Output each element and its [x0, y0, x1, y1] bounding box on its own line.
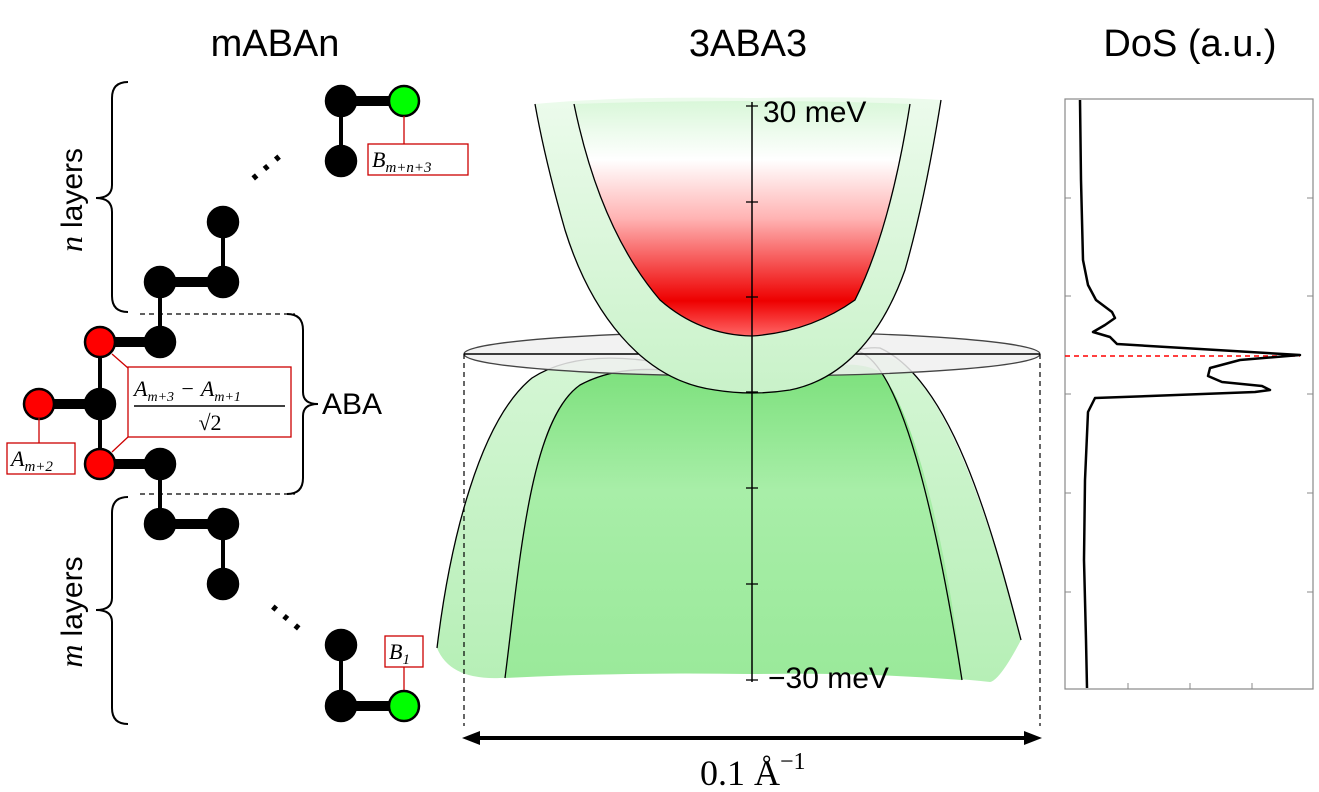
label-left-sub: m+2	[24, 459, 53, 475]
energy-bottom-label: −30 meV	[768, 662, 889, 695]
middle-panel-title: 3ABA3	[689, 23, 807, 65]
m-layers-word: layers	[56, 556, 89, 636]
n-var: n	[53, 236, 89, 252]
svg-text:mlayers: m layers	[53, 556, 89, 667]
m-layers-brace	[95, 496, 129, 725]
fraction-denominator: √2	[198, 410, 221, 435]
fraction-label-box	[127, 366, 292, 438]
label-left-base: A	[9, 446, 25, 471]
svg-text:0.1 Å−1: 0.1 Å−1	[700, 749, 806, 792]
ellipsis-top: ⋯	[232, 133, 298, 200]
site-red-lower	[83, 447, 117, 481]
n-layers-word: layers	[56, 148, 89, 228]
aba-brace	[286, 313, 319, 495]
lattice-diagram: ⋯ ⋯ Bm+n+3 B1 Am+2 Am+3−Am+1 √2 nlayers	[6, 81, 469, 725]
site-bottom-green	[387, 689, 421, 723]
svg-text:Am+2: Am+2	[9, 446, 53, 475]
site-red-left	[22, 387, 56, 421]
site-top-green	[387, 84, 421, 118]
right-panel-title: DoS (a.u.)	[1103, 23, 1276, 65]
band-structure-3d: 30 meV −30 meV 0.1 Å−1	[436, 96, 1042, 792]
svg-text:nlayers: n layers	[53, 148, 89, 252]
label-bottom-sub: 1	[402, 652, 410, 668]
valence-inner-band	[505, 364, 962, 680]
dos-curve	[1078, 99, 1302, 689]
conduction-inner-band	[574, 101, 910, 336]
label-top-base: B	[372, 147, 385, 172]
ellipsis-bottom: ⋯	[253, 583, 319, 650]
left-panel-title: mABAn	[211, 23, 340, 65]
k-scale-label: 0.1 Å	[700, 753, 780, 792]
k-scale-exp: −1	[780, 749, 806, 775]
aba-label: ABA	[322, 388, 382, 421]
m-var: m	[53, 644, 89, 667]
label-bottom-base: B	[389, 639, 402, 664]
svg-text:B1: B1	[389, 639, 410, 668]
site-red-upper	[83, 325, 117, 359]
n-layers-brace	[95, 81, 129, 313]
svg-text:Am+3−Am+1: Am+3−Am+1	[132, 376, 241, 405]
dos-plot	[1064, 98, 1314, 690]
label-top-sub: m+n+3	[385, 160, 431, 176]
energy-top-label: 30 meV	[763, 96, 866, 129]
svg-text:Bm+n+3: Bm+n+3	[372, 147, 432, 176]
